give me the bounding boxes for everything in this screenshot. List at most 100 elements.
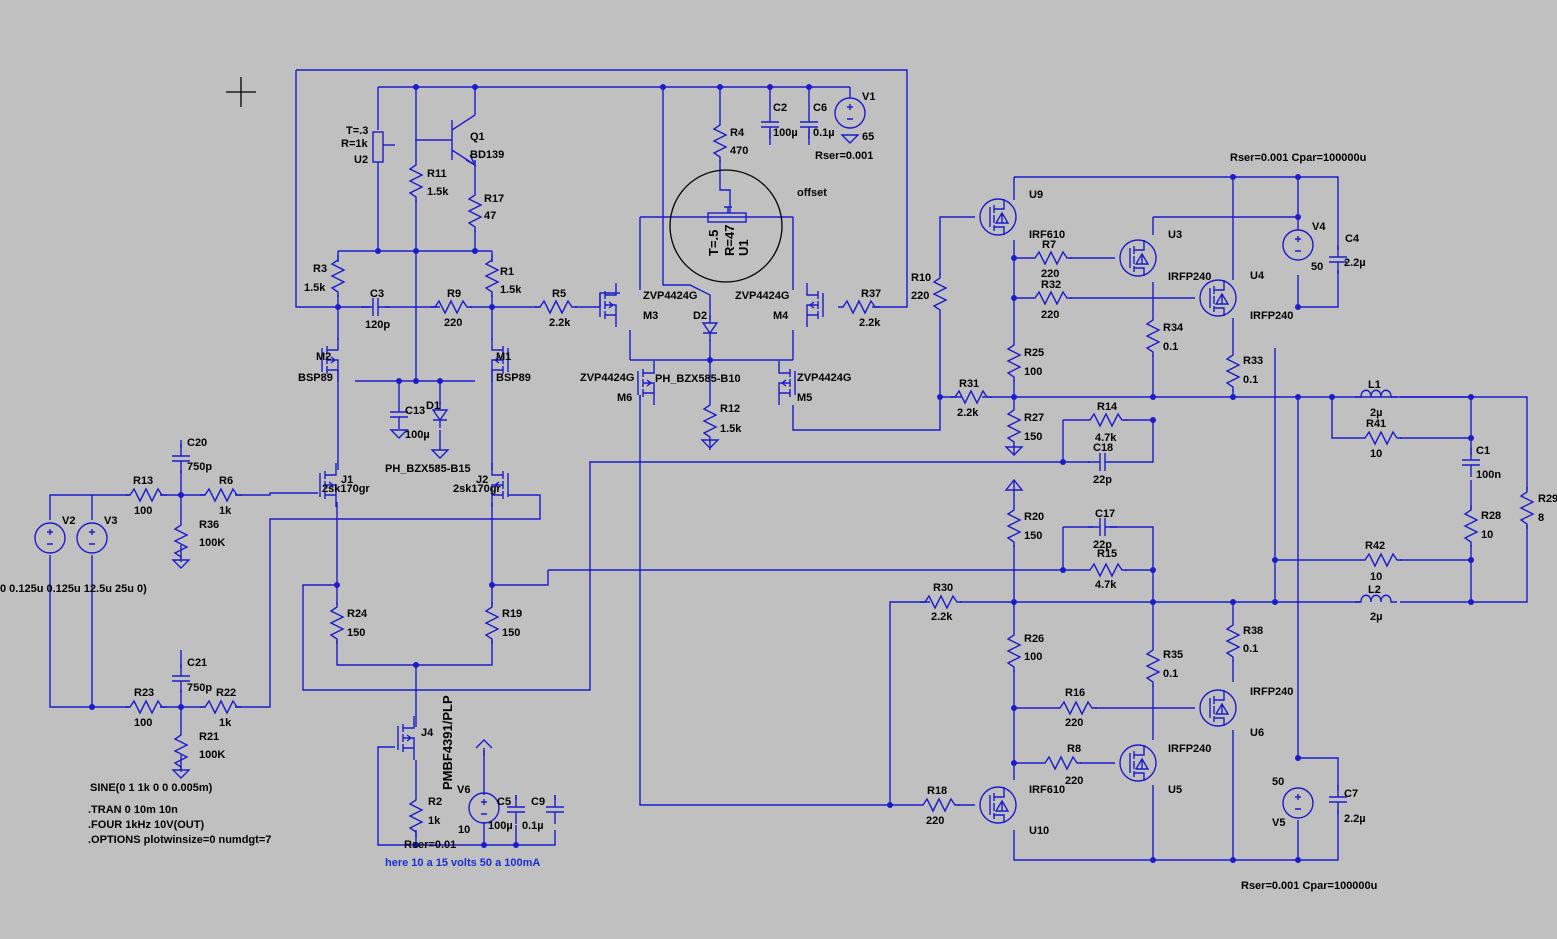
label-r33: R33 (1243, 355, 1263, 367)
label-c3: C3 (370, 288, 384, 300)
label-r32: R32 (1041, 279, 1061, 291)
label-r21-value: 100K (199, 749, 225, 761)
label-d1-value: PH_BZX585-B15 (385, 463, 471, 475)
label-v1: V1 (862, 91, 875, 103)
label-m5-value: ZVP4424G (797, 372, 851, 384)
label-r1-value: 1.5k (500, 284, 522, 296)
label-u2-t: T=.3 (346, 125, 368, 137)
directive-four: .FOUR 1kHz 10V(OUT) (88, 819, 204, 831)
label-m6: M6 (617, 392, 632, 404)
label-v5: V5 (1272, 817, 1285, 829)
label-r35: R35 (1163, 649, 1183, 661)
label-r4-value: 470 (730, 145, 748, 157)
label-c7-value: 2.2µ (1344, 813, 1366, 825)
label-c2-value: 100µ (773, 127, 798, 139)
label-u9-value: IRF610 (1029, 229, 1065, 241)
label-v5-value: 50 (1272, 776, 1284, 788)
label-u5-value: IRFP240 (1168, 743, 1211, 755)
label-r14-value: 4.7k (1095, 432, 1117, 444)
label-r18-value: 220 (926, 815, 944, 827)
label-r22-value: 1k (219, 717, 232, 729)
label-d2: D2 (693, 310, 707, 322)
label-v1-rser: Rser=0.001 (815, 150, 873, 162)
label-v4: V4 (1312, 221, 1326, 233)
label-r20: R20 (1024, 511, 1044, 523)
label-r24: R24 (347, 608, 368, 620)
label-r36: R36 (199, 519, 219, 531)
label-c6-value: 0.1µ (813, 127, 835, 139)
label-r41: R41 (1366, 418, 1386, 430)
label-m2-value: BSP89 (298, 372, 333, 384)
label-r9: R9 (447, 288, 461, 300)
label-r1: R1 (500, 266, 514, 278)
label-q1-value: BD139 (470, 149, 504, 161)
label-c18-value: 22p (1093, 474, 1112, 486)
label-r37-value: 2.2k (859, 317, 881, 329)
label-r3: R3 (313, 263, 327, 275)
crosshair-cursor (226, 77, 256, 107)
label-r17: R17 (484, 193, 504, 205)
label-u4-value: IRFP240 (1250, 310, 1293, 322)
label-u4: U4 (1250, 270, 1265, 282)
label-r5: R5 (552, 288, 566, 300)
label-r32-value: 220 (1041, 309, 1059, 321)
label-r26: R26 (1024, 633, 1044, 645)
label-c21: C21 (187, 657, 207, 669)
label-rser-top: Rser=0.001 Cpar=100000u (1230, 152, 1366, 164)
label-r16: R16 (1065, 687, 1085, 699)
label-c3-value: 120p (365, 319, 390, 331)
label-j4: J4 (421, 727, 434, 739)
label-c6: C6 (813, 102, 827, 114)
label-v6-value: 10 (458, 824, 470, 836)
label-m3-value: ZVP4424G (643, 290, 697, 302)
label-r9-value: 220 (444, 317, 462, 329)
label-m1-value: BSP89 (496, 372, 531, 384)
label-r25: R25 (1024, 347, 1044, 359)
label-d1: D1 (426, 400, 440, 412)
label-r30: R30 (933, 582, 953, 594)
label-u6: U6 (1250, 727, 1264, 739)
label-r17-value: 47 (484, 210, 496, 222)
label-r10: R10 (911, 272, 931, 284)
component-symbols (34, 97, 1534, 838)
label-r19: R19 (502, 608, 522, 620)
directive-options: .OPTIONS plotwinsize=0 numdgt=7 (88, 834, 271, 846)
label-r38-value: 0.1 (1243, 643, 1258, 655)
label-c4-value: 2.2µ (1344, 257, 1366, 269)
label-c4: C4 (1345, 233, 1360, 245)
label-r36-value: 100K (199, 537, 225, 549)
wires (49, 69, 1528, 861)
label-r7-value: 220 (1041, 268, 1059, 280)
label-m2: M2 (316, 351, 331, 363)
label-rser6: Rser=0.01 (404, 839, 456, 851)
label-u3-value: IRFP240 (1168, 271, 1211, 283)
label-r6-value: 1k (219, 505, 232, 517)
note-supply: here 10 a 15 volts 50 a 100mA (385, 857, 540, 869)
label-v6: V6 (457, 784, 470, 796)
label-m4-value: ZVP4424G (735, 290, 789, 302)
label-r28-value: 10 (1481, 529, 1493, 541)
label-v1-value: 65 (862, 131, 874, 143)
label-c5-value: 100µ (488, 820, 513, 832)
label-r11: R11 (427, 168, 447, 180)
label-c18: C18 (1093, 442, 1113, 454)
label-j2: J2 (476, 474, 488, 486)
label-v3: V3 (104, 515, 117, 527)
directive-sine: SINE(0 1 1k 0 0 0.005m) (90, 782, 213, 794)
label-r42: R42 (1365, 540, 1385, 552)
label-u3: U3 (1168, 229, 1182, 241)
label-u1-r: R=47 (722, 225, 737, 256)
label-m5: M5 (797, 392, 812, 404)
label-r19-value: 150 (502, 627, 520, 639)
label-l2-value: 2µ (1370, 611, 1382, 623)
label-m3: M3 (643, 310, 658, 322)
label-c13-value: 100µ (405, 429, 430, 441)
label-u2-r: R=1k (341, 138, 368, 150)
label-r15: R15 (1097, 548, 1117, 560)
label-c7: C7 (1344, 788, 1358, 800)
label-r29: R29 (1538, 493, 1557, 505)
label-r20-value: 150 (1024, 530, 1042, 542)
label-c2: C2 (773, 102, 787, 114)
label-u5: U5 (1168, 784, 1182, 796)
